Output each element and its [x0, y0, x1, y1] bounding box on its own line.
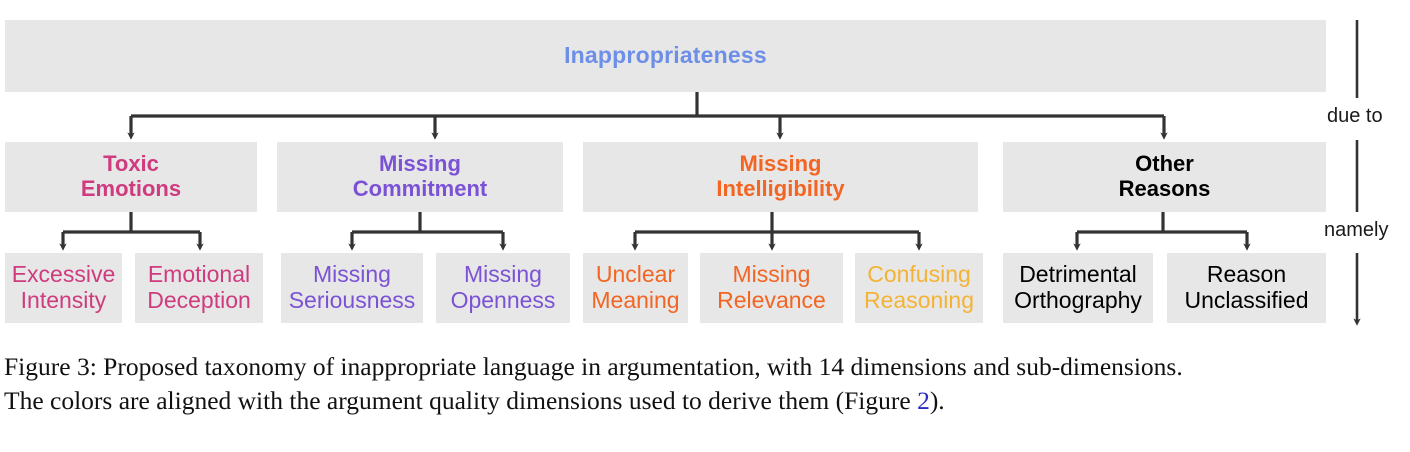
node-label: Unclear Meaning [591, 261, 680, 313]
node-label: Inappropriateness [564, 42, 767, 69]
caption-line-2-text-a: The colors are aligned with the argument… [4, 385, 918, 415]
figure-2-link[interactable]: 2 [917, 385, 930, 415]
node-confusing-reasoning[interactable]: Confusing Reasoning [855, 253, 983, 323]
node-toxic-emotions[interactable]: Toxic Emotions [5, 142, 257, 212]
node-other-reasons[interactable]: Other Reasons [1003, 142, 1326, 212]
node-label: Toxic Emotions [80, 151, 182, 201]
node-excessive-intensity[interactable]: Excessive Intensity [5, 253, 122, 323]
node-label: Emotional Deception [147, 261, 251, 313]
node-label: Missing Intelligibility [716, 151, 845, 201]
node-missing-intelligibility[interactable]: Missing Intelligibility [583, 142, 978, 212]
node-detrimental-orthography[interactable]: Detrimental Orthography [1003, 253, 1153, 323]
node-reason-unclassified[interactable]: Reason Unclassified [1167, 253, 1326, 323]
caption-line-2: The colors are aligned with the argument… [4, 384, 1404, 418]
node-missing-seriousness[interactable]: Missing Seriousness [281, 253, 423, 323]
node-inappropriateness[interactable]: Inappropriateness [5, 20, 1326, 92]
node-missing-relevance[interactable]: Missing Relevance [700, 253, 843, 323]
node-label: Confusing Reasoning [864, 261, 974, 313]
node-label: Missing Commitment [352, 151, 488, 201]
side-label-namely: namely [1324, 219, 1389, 241]
caption-line-1: Figure 3: Proposed taxonomy of inappropr… [4, 352, 1183, 381]
node-label: Excessive Intensity [11, 261, 116, 313]
node-label: Missing Openness [450, 261, 556, 313]
node-label: Reason Unclassified [1184, 261, 1309, 313]
node-label: Missing Relevance [717, 261, 826, 313]
node-unclear-meaning[interactable]: Unclear Meaning [583, 253, 688, 323]
figure-caption: Figure 3: Proposed taxonomy of inappropr… [4, 350, 1404, 418]
node-label: Detrimental Orthography [1014, 261, 1142, 313]
node-missing-openness[interactable]: Missing Openness [436, 253, 570, 323]
node-missing-commitment[interactable]: Missing Commitment [277, 142, 563, 212]
caption-line-2-text-b: ). [929, 385, 945, 415]
side-label-due-to: due to [1327, 105, 1383, 127]
node-label: Missing Seriousness [288, 261, 416, 313]
node-emotional-deception[interactable]: Emotional Deception [135, 253, 263, 323]
node-label: Other Reasons [1118, 151, 1211, 201]
